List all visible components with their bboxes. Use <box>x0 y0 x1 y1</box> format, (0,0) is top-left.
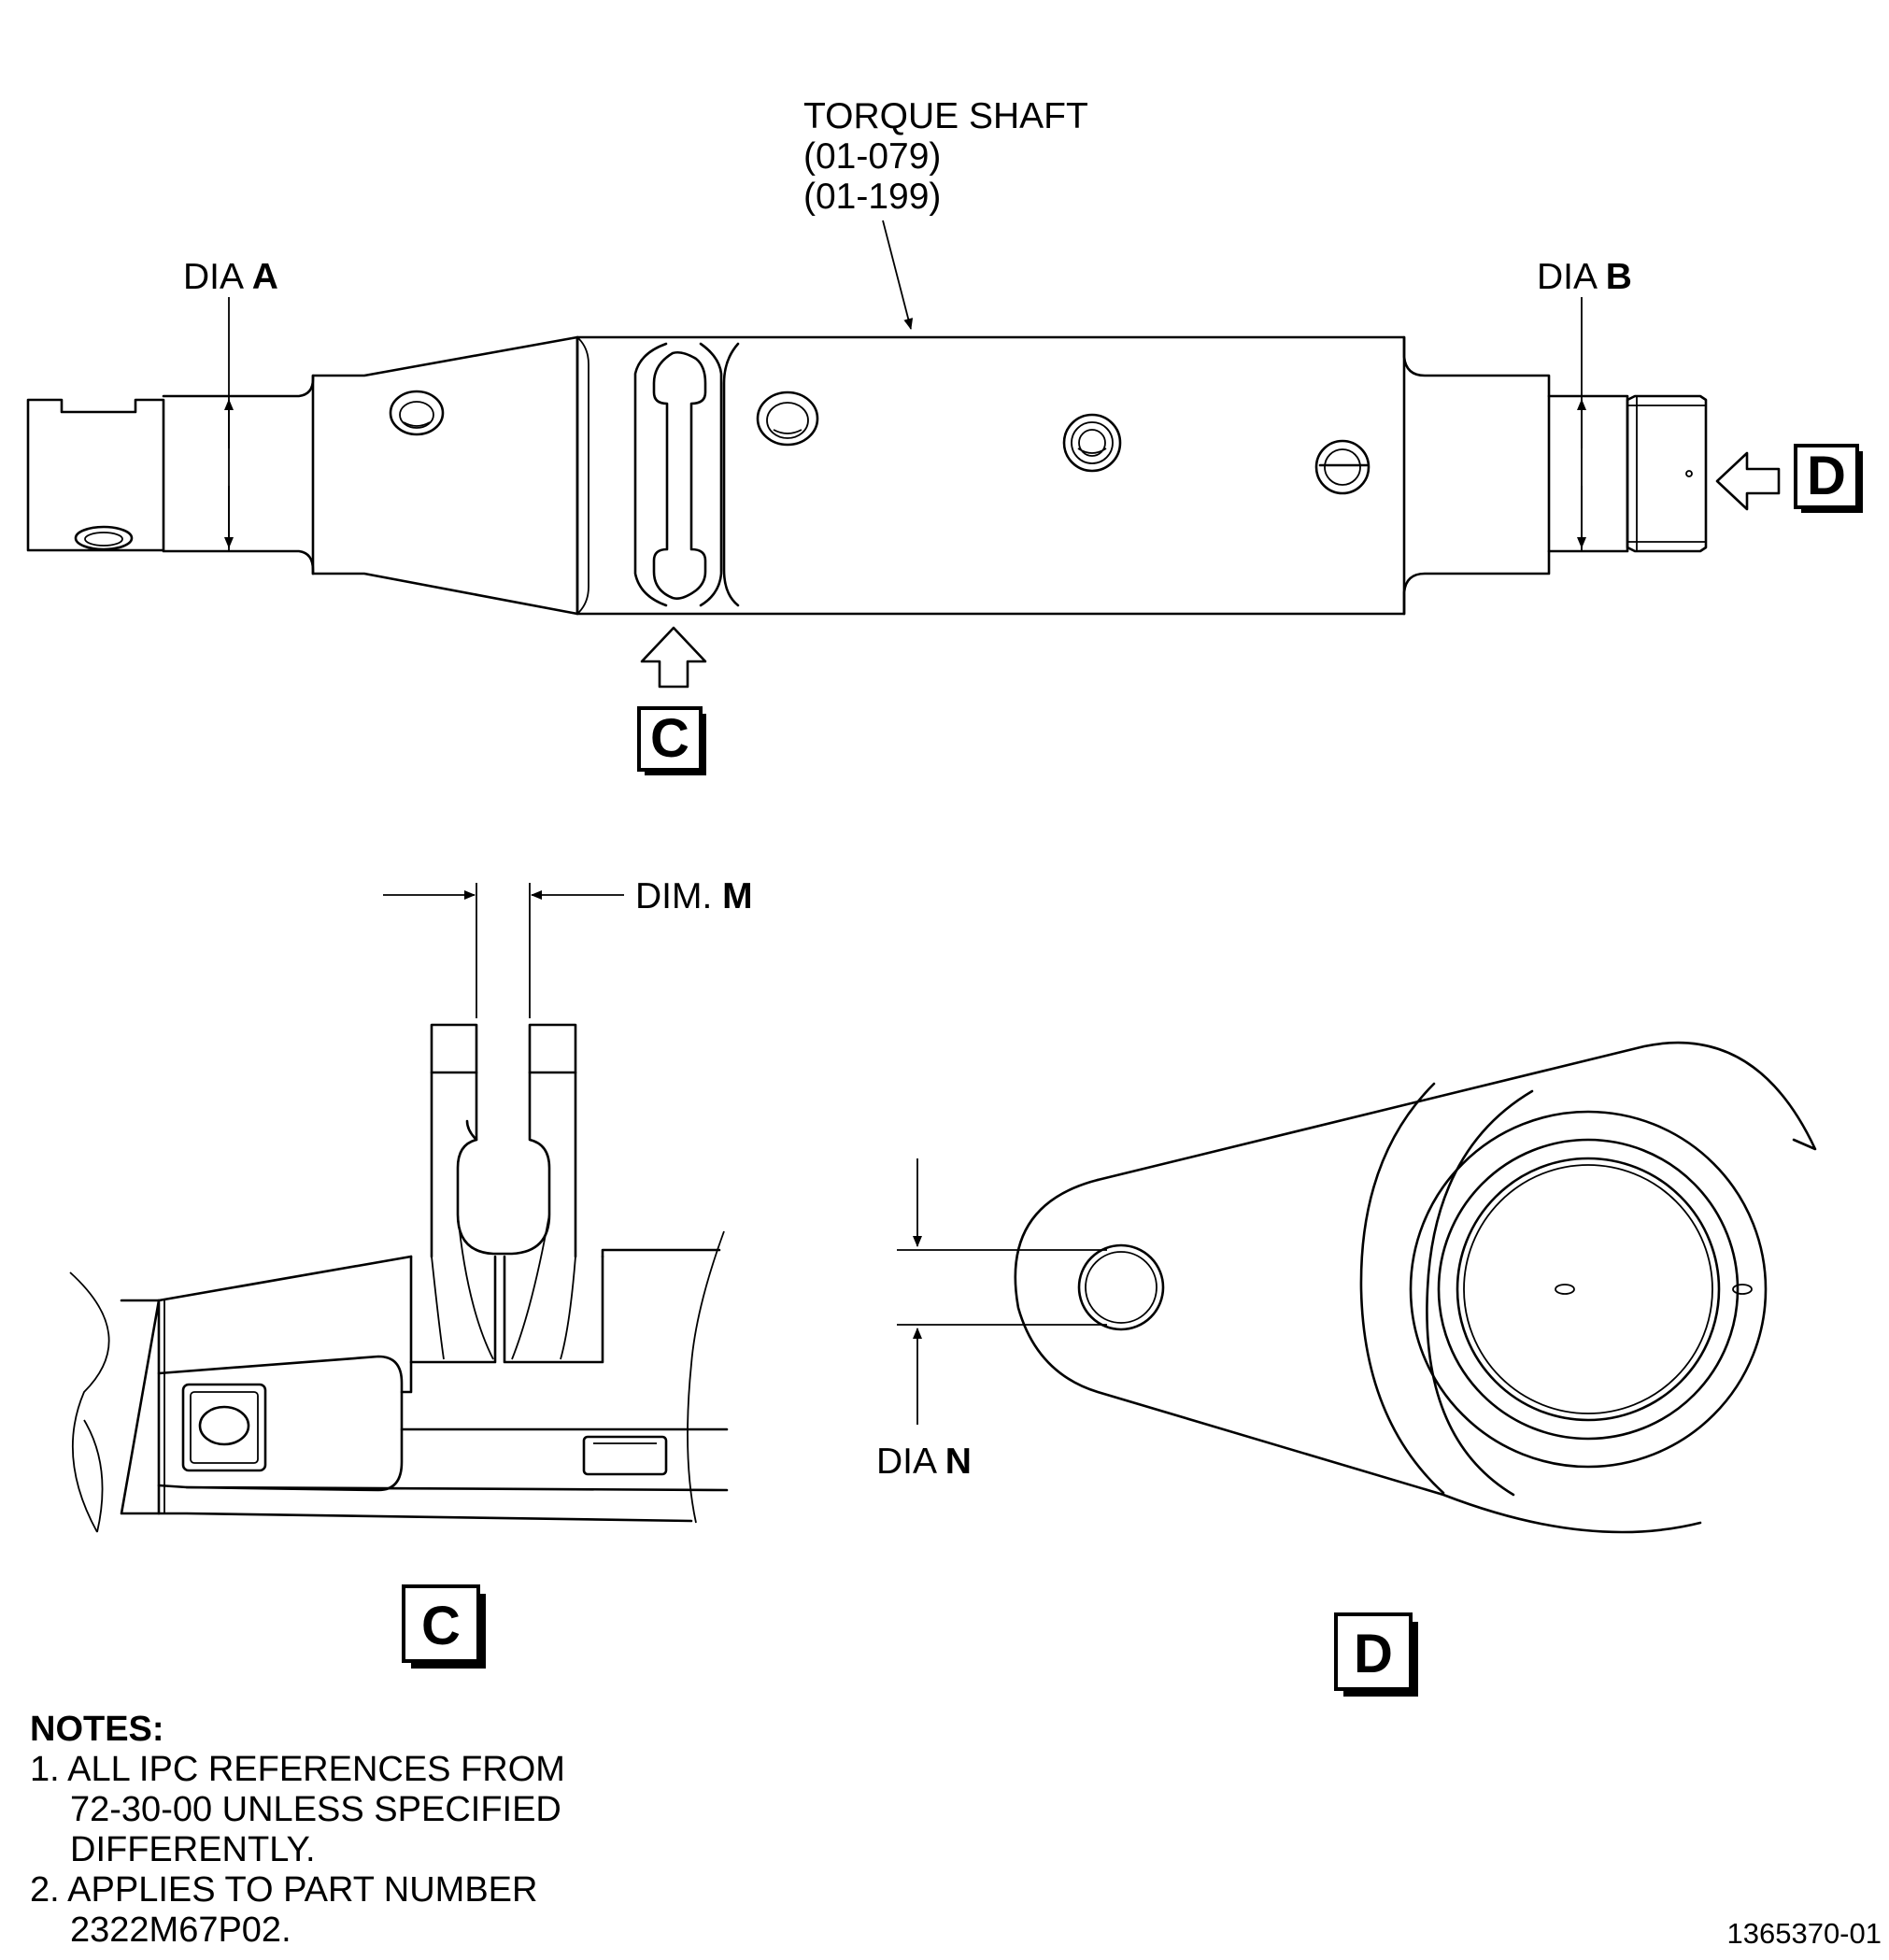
notes-block: NOTES: 1. ALL IPC REFERENCES FROM 72-30-… <box>30 1710 565 1950</box>
view-d-detail <box>897 1041 1817 1534</box>
middle-ring <box>1437 1138 1740 1441</box>
ref-2-label: (01-199) <box>803 177 941 217</box>
view-c-callout-box: C <box>637 706 706 775</box>
view-d-callout-box: D <box>1794 444 1863 513</box>
torque-shaft-view <box>26 220 1781 689</box>
view-c-arrow-icon <box>640 626 707 689</box>
block-hole-icon <box>198 1405 250 1446</box>
svg-text:C: C <box>650 708 689 769</box>
note-2-line-1: 2. APPLIES TO PART NUMBER <box>30 1870 537 1910</box>
part-name-label: TORQUE SHAFT <box>803 96 1088 136</box>
slot <box>582 1435 668 1476</box>
body-hole-2-icon <box>1062 413 1122 473</box>
view-c-label-box: C <box>402 1584 486 1669</box>
note-1-line-1: 1. ALL IPC REFERENCES FROM <box>30 1750 565 1789</box>
view-d-label-box: D <box>1334 1612 1418 1697</box>
dia-b-section <box>1402 335 1551 616</box>
notes-title: NOTES: <box>30 1710 164 1749</box>
body-hole-3-icon <box>1314 439 1371 495</box>
left-bolt-head <box>74 525 134 551</box>
dia-n-label: DIA N <box>876 1442 972 1482</box>
body-hole-1-icon <box>756 391 819 447</box>
view-d-arrow-icon <box>1715 451 1781 511</box>
block <box>181 1383 267 1472</box>
svg-text:C: C <box>421 1596 461 1656</box>
note-1-line-3: DIFFERENTLY. <box>70 1830 316 1869</box>
view-c-detail <box>69 883 729 1533</box>
drawing-number: 1365370-01 <box>1727 1917 1882 1950</box>
main-body <box>575 335 1406 616</box>
dia-b-label: DIA B <box>1537 257 1632 297</box>
dia-a-label: DIA A <box>183 257 278 297</box>
right-shaft-step <box>1547 394 1629 553</box>
i-slot <box>652 350 707 600</box>
bore-mark-right-icon <box>1732 1284 1753 1295</box>
dia-a-section <box>162 335 579 616</box>
note-2-line-2: 2322M67P02. <box>70 1910 291 1950</box>
svg-text:D: D <box>1354 1624 1393 1684</box>
svg-text:D: D <box>1807 446 1846 506</box>
dim-m-label: DIM. M <box>635 876 753 916</box>
outer-ring <box>1409 1110 1768 1469</box>
pin-hole-icon <box>1077 1243 1165 1331</box>
bore-ring <box>1456 1157 1721 1422</box>
flange <box>120 1299 161 1515</box>
ref-1-label: (01-079) <box>803 136 941 177</box>
taper-hole-icon <box>389 390 445 436</box>
threaded-end <box>1626 394 1708 553</box>
bore-mark-left-icon <box>1555 1284 1575 1295</box>
note-1-line-2: 72-30-00 UNLESS SPECIFIED <box>70 1790 561 1829</box>
